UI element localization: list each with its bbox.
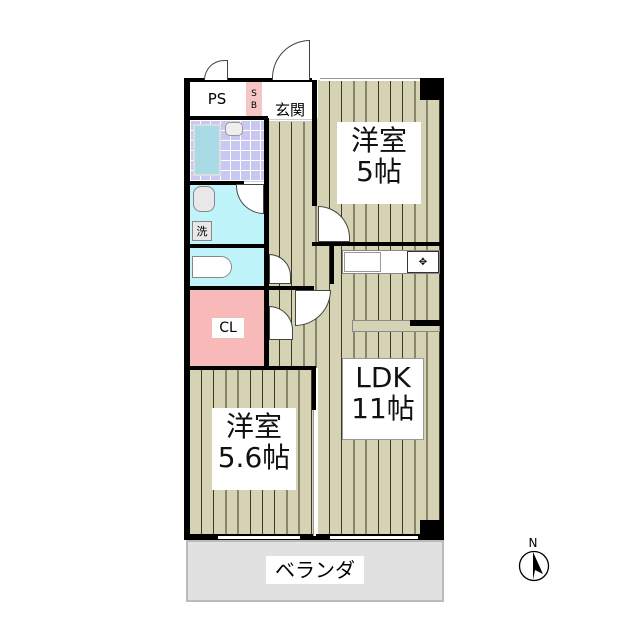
wall-wet-area-right — [264, 118, 269, 368]
wall-right — [440, 78, 444, 540]
window-ldk-balcony — [330, 536, 418, 539]
wall-room1-left — [312, 80, 317, 206]
compass-north-label: N — [528, 536, 538, 550]
entrance — [264, 82, 314, 122]
sliding-door-room2-ldk[interactable] — [313, 410, 316, 536]
kitchen-sink-icon — [344, 252, 381, 272]
wall-wash-bottom — [184, 244, 268, 248]
wall-room1-bottom — [312, 242, 444, 246]
pillar-bottom-right — [420, 520, 444, 540]
ldk-label: LDK 11帖 — [342, 358, 424, 440]
wall-closet-bottom — [184, 366, 316, 370]
western-room-2-label: 洋室 5.6帖 — [212, 408, 296, 490]
bath-sink-icon — [225, 122, 243, 136]
kitchen-bar-wall — [410, 320, 440, 326]
ps-door[interactable] — [204, 60, 228, 80]
window-room2-balcony — [218, 536, 300, 539]
closet-label: CL — [212, 318, 244, 338]
shoe-box: S B — [246, 82, 262, 118]
washing-machine-icon: 洗 — [192, 221, 212, 241]
wall-top-left — [184, 78, 312, 82]
entrance-label: 玄関 — [274, 101, 305, 119]
window-room1 — [320, 78, 420, 81]
compass-icon — [518, 550, 550, 582]
bathtub-icon — [193, 124, 221, 176]
balcony-label: ベランダ — [266, 556, 364, 584]
western-room-1-label: 洋室 5帖 — [337, 122, 421, 204]
wall-ps-bottom — [184, 116, 268, 120]
wash-basin-icon — [193, 186, 215, 212]
wall-room2-right — [312, 366, 316, 410]
toilet-icon — [192, 256, 232, 278]
stove-icon: ✥ — [407, 251, 439, 273]
north-arrow-icon — [518, 550, 550, 582]
pillar-top-right — [420, 78, 444, 100]
wall-bottom — [184, 534, 440, 540]
wall-ldk-left-upper — [330, 244, 334, 284]
ps-label: PS — [207, 90, 227, 108]
front-door[interactable] — [272, 40, 310, 80]
wall-left — [184, 80, 190, 540]
wall-bath-bottom — [184, 181, 244, 185]
ps-room — [190, 82, 244, 118]
wall-toilet-bottom — [184, 286, 314, 290]
